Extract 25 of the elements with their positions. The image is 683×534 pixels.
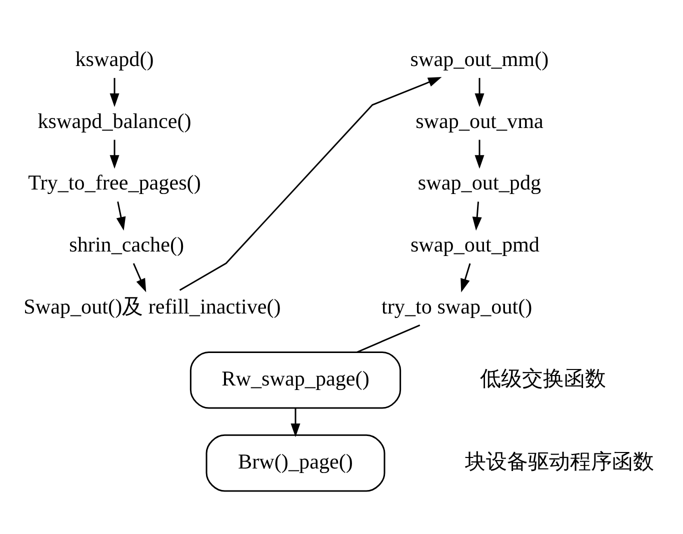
arrow — [472, 202, 482, 231]
arrow — [290, 408, 300, 438]
arrow — [116, 201, 126, 231]
node-text: shrin_cache() — [69, 232, 184, 256]
node-text: kswapd_balance() — [38, 108, 192, 133]
node-text: Try_to_free_pages() — [28, 170, 201, 195]
node-text: swap_out_pmd — [410, 232, 540, 256]
arrow — [132, 263, 146, 292]
node-label: 低级交换函数 — [480, 366, 606, 391]
arrow — [110, 78, 120, 107]
node-text: swap_out_mm() — [410, 46, 549, 71]
arrow — [460, 263, 471, 292]
node-text: kswapd() — [75, 46, 154, 71]
node-text: try_to swap_out() — [382, 294, 532, 318]
node-label: 块设备驱动程序函数 — [464, 448, 654, 474]
node-text: swap_out_pdg — [418, 170, 542, 195]
node-text: swap_out_vma — [416, 108, 544, 133]
arrow — [474, 140, 484, 169]
arrow — [179, 77, 442, 291]
node-text: Swap_out()及 refill_inactive() — [24, 294, 281, 318]
arrow — [474, 78, 484, 107]
node-box: Rw_swap_page() — [190, 351, 402, 409]
arrow — [110, 140, 120, 169]
connector — [356, 324, 420, 353]
node-box: Brw()_page() — [206, 434, 386, 492]
